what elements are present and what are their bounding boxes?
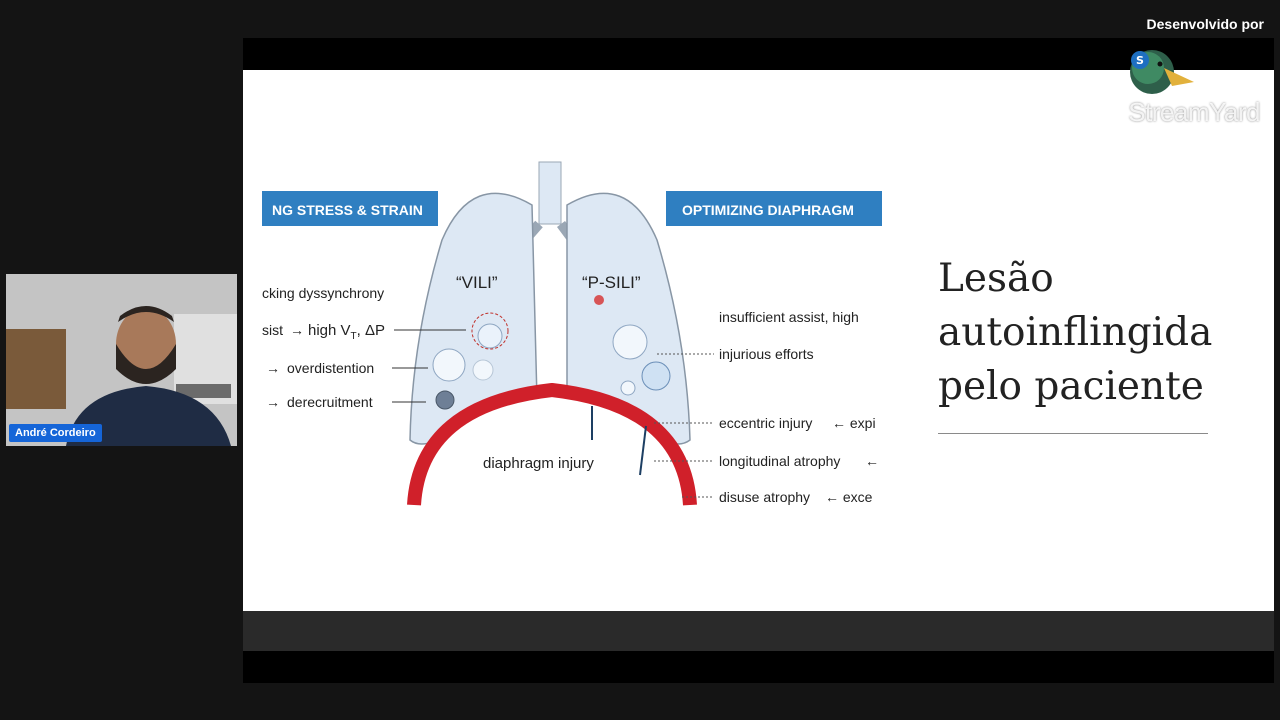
title-divider (938, 433, 1208, 434)
eccentric-tail-text: ← expi (832, 415, 876, 431)
banner-right-text: OPTIMIZING DIAPHRAGM (682, 202, 854, 218)
arrow-icon: → (266, 394, 280, 410)
developed-by-label: Desenvolvido por (1146, 16, 1264, 32)
disuse-atrophy-text: disuse atrophy (719, 489, 810, 505)
diaphragm (407, 382, 697, 506)
title-line-3: pelo paciente (938, 364, 1204, 409)
arrow-icon: → (266, 360, 280, 376)
lung-diagram-svg: NG STRESS & STRAIN OPTIMIZING DIAPHRAGM … (262, 161, 882, 506)
duck-logo-icon: S (1130, 50, 1194, 94)
insufficient-assist-text: insufficient assist, high (719, 309, 859, 325)
red-dot (594, 295, 604, 305)
banner-left-text: NG STRESS & STRAIN (272, 202, 423, 218)
banner-left (262, 191, 438, 226)
title-line-1: Lesão (938, 256, 1054, 301)
diaphragm-injury-text: diaphragm injury (483, 455, 594, 472)
arrow-icon: ← (865, 453, 879, 469)
arrow-icon: → (290, 322, 304, 338)
trachea (538, 161, 562, 225)
eccentric-injury-text: eccentric injury (719, 415, 812, 431)
lung-diagram: NG STRESS & STRAIN OPTIMIZING DIAPHRAGM … (262, 150, 882, 510)
arrow-icon: ← (825, 489, 843, 505)
slide (243, 70, 1274, 611)
assist-text: sist (262, 322, 283, 338)
alveolus (477, 323, 503, 349)
arrow-icon: ← (832, 415, 850, 431)
alveolus (620, 380, 636, 396)
high-vt-text: high VT, ΔP (308, 322, 385, 342)
title-line-2: autoinflingida (938, 310, 1213, 355)
alveolus (472, 359, 494, 381)
alveolus-overdistended (471, 312, 509, 350)
longitudinal-atrophy-text: longitudinal atrophy (719, 453, 840, 469)
derecruitment-text: derecruitment (287, 394, 373, 410)
injurious-efforts-text: injurious efforts (719, 346, 814, 362)
disuse-tail-text: ← exce (825, 489, 873, 505)
psili-label: “P-SILI” (582, 273, 641, 292)
alveolus (612, 324, 648, 360)
overdistention-text: overdistention (287, 360, 374, 376)
alveolus-collapsed (435, 390, 455, 410)
logo-wordmark: StreamYard (1128, 97, 1260, 127)
slide-footer-bar (243, 611, 1274, 651)
svg-text:S: S (1136, 54, 1144, 67)
branding: Desenvolvido por (1104, 16, 1264, 32)
presenter-video (6, 274, 237, 446)
slide-title: Lesão autoinflingida pelo paciente (938, 252, 1228, 414)
participant-name-tag: André Cordeiro (9, 424, 102, 442)
webcam-feed (6, 274, 237, 446)
alveolus (432, 348, 466, 382)
dyssynchrony-text: cking dyssynchrony (262, 285, 384, 301)
streamyard-logo: S StreamYard (1112, 42, 1262, 132)
down-arrow-icon (639, 425, 647, 476)
vili-label: “VILI” (456, 273, 498, 292)
alveolus (641, 361, 671, 391)
banner-right (666, 191, 882, 226)
